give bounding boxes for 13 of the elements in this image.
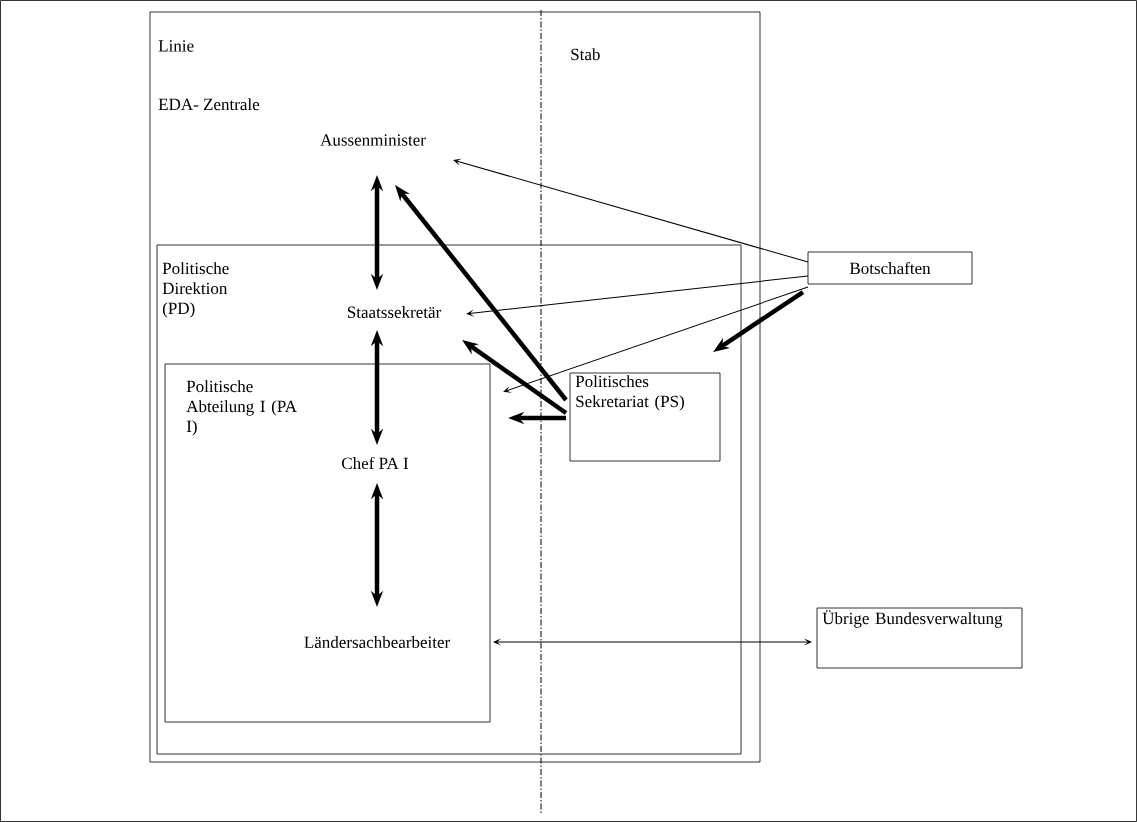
arrow <box>493 639 812 645</box>
node-label: Aussenminister <box>320 134 426 146</box>
box: Übrige Bundesverwaltung <box>816 607 1023 669</box>
region-label: Stab <box>571 48 600 61</box>
box: Botschaften <box>807 251 973 285</box>
arrow <box>466 275 809 316</box>
region-label: Linie <box>158 40 194 52</box>
arrow <box>453 159 809 263</box>
node-label: Staatssekretär <box>347 306 442 318</box>
node-label: Ländersachbearbeiter <box>304 636 450 648</box>
arrow <box>503 286 809 393</box>
box: Politisches Sekretariat (PS) <box>569 372 721 462</box>
node-label: Chef PA I <box>342 456 409 470</box>
